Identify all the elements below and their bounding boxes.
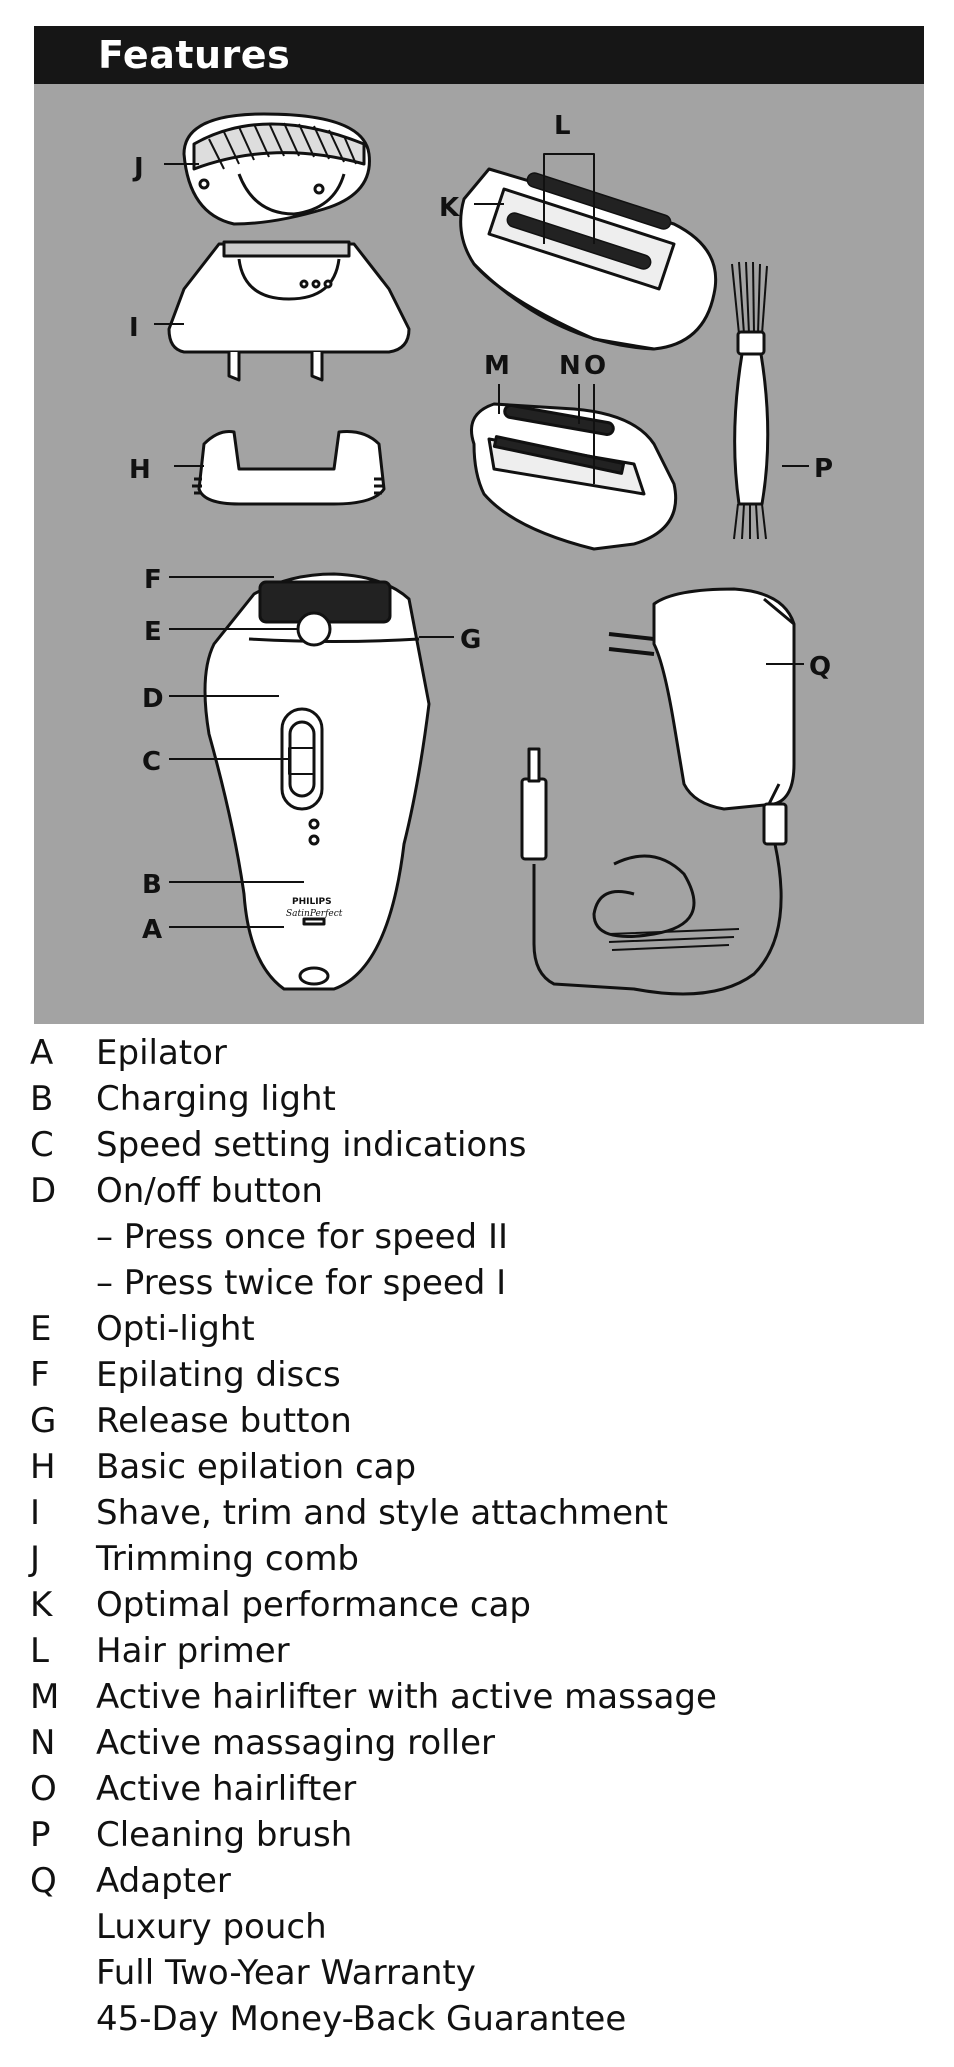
legend-text: Speed setting indications (96, 1125, 527, 1165)
legend-item: J Trimming comb (0, 1536, 954, 1582)
legend-text: Epilator (96, 1033, 227, 1073)
optimal-performance-cap-illustration (459, 167, 718, 351)
legend-text: Trimming comb (96, 1539, 360, 1579)
legend-letter: O (30, 1769, 57, 1809)
legend-item: E Opti-light (0, 1306, 954, 1352)
legend-item: C Speed setting indications (0, 1122, 954, 1168)
legend-letter: E (30, 1309, 52, 1349)
callout-o: O (584, 351, 606, 381)
legend-item: Luxury pouch (0, 1904, 954, 1950)
legend-item: – Press twice for speed I (0, 1260, 954, 1306)
callout-c: C (142, 747, 161, 777)
legend-text: Opti-light (96, 1309, 255, 1349)
callout-g: G (460, 625, 481, 655)
legend-item: Q Adapter (0, 1858, 954, 1904)
shave-trim-attachment-illustration (167, 240, 411, 382)
legend-item: M Active hairlifter with active massage (0, 1674, 954, 1720)
legend-letter: J (30, 1539, 41, 1579)
section-header: Features (34, 26, 924, 84)
legend-text: Epilating discs (96, 1355, 341, 1395)
leader-lines (154, 153, 809, 928)
legend-letter: B (30, 1079, 54, 1119)
diagram-svg: PHILIPS SatinPerfect (129, 111, 833, 996)
legend-text: Adapter (96, 1861, 231, 1901)
legend-text: Hair primer (96, 1631, 290, 1671)
legend-text: Cleaning brush (96, 1815, 353, 1855)
legend-item: N Active massaging roller (0, 1720, 954, 1766)
legend-item: L Hair primer (0, 1628, 954, 1674)
callout-f: F (144, 565, 162, 595)
legend-item: B Charging light (0, 1076, 954, 1122)
legend-text: Active hairlifter (96, 1769, 357, 1809)
callout-l: L (554, 111, 571, 141)
legend-text: Optimal performance cap (96, 1585, 531, 1625)
legend-item: F Epilating discs (0, 1352, 954, 1398)
callout-i: I (129, 313, 139, 343)
legend-item: O Active hairlifter (0, 1766, 954, 1812)
legend-letter: A (30, 1033, 54, 1073)
legend-item: G Release button (0, 1398, 954, 1444)
trimming-comb-illustration (182, 112, 371, 226)
callout-d: D (142, 684, 164, 714)
legend-letter: H (30, 1447, 56, 1487)
callout-h: H (129, 455, 151, 485)
legend-text: Charging light (96, 1079, 336, 1119)
legend-text: – Press once for speed II (96, 1217, 509, 1257)
legend-text: Luxury pouch (96, 1907, 327, 1947)
callout-e: E (144, 617, 162, 647)
legend-item: H Basic epilation cap (0, 1444, 954, 1490)
legend-letter: D (30, 1171, 57, 1211)
legend-text: Shave, trim and style attachment (96, 1493, 668, 1533)
legend-letter: F (30, 1355, 50, 1395)
callout-m: M (484, 351, 510, 381)
product-diagram: PHILIPS SatinPerfect (34, 84, 924, 1024)
legend-letter: M (30, 1677, 60, 1717)
legend-text: 45-Day Money-Back Guarantee (96, 1999, 627, 2039)
legend-letter: L (30, 1631, 49, 1671)
legend-letter: I (30, 1493, 41, 1533)
legend-letter: K (30, 1585, 53, 1625)
legend-item: A Epilator (0, 1030, 954, 1076)
legend-item: I Shave, trim and style attachment (0, 1490, 954, 1536)
callout-j: J (132, 153, 144, 183)
callout-k: K (439, 193, 460, 223)
cleaning-brush-illustration (731, 261, 770, 540)
legend-item: 45-Day Money-Back Guarantee (0, 1996, 954, 2042)
active-hairlifter-illustration (470, 402, 678, 551)
page-title: Features (98, 33, 291, 77)
callout-q: Q (809, 652, 831, 682)
legend-text: Basic epilation cap (96, 1447, 417, 1487)
legend-letter: N (30, 1723, 56, 1763)
legend-text: Release button (96, 1401, 352, 1441)
legend-text: Full Two-Year Warranty (96, 1953, 476, 1993)
legend-item: P Cleaning brush (0, 1812, 954, 1858)
legend-letter: G (30, 1401, 57, 1441)
epilator-illustration (203, 572, 431, 991)
legend-item: Full Two-Year Warranty (0, 1950, 954, 1996)
legend-item: K Optimal performance cap (0, 1582, 954, 1628)
callout-n: N (559, 351, 581, 381)
legend-text: – Press twice for speed I (96, 1263, 507, 1303)
legend-text: Active massaging roller (96, 1723, 495, 1763)
legend-text: On/off button (96, 1171, 323, 1211)
legend-letter: Q (30, 1861, 57, 1901)
callout-a: A (142, 915, 162, 945)
legend-item: – Press once for speed II (0, 1214, 954, 1260)
basic-epilation-cap-illustration (192, 430, 386, 506)
callout-p: P (814, 454, 833, 484)
callout-b: B (142, 870, 162, 900)
epilator-model-text: SatinPerfect (286, 909, 343, 919)
legend-letter: P (30, 1815, 51, 1855)
legend-text: Active hairlifter with active massage (96, 1677, 717, 1717)
adapter-illustration (520, 587, 796, 996)
legend-letter: C (30, 1125, 54, 1165)
epilator-brand-text: PHILIPS (292, 897, 332, 907)
legend-item: D On/off button (0, 1168, 954, 1214)
